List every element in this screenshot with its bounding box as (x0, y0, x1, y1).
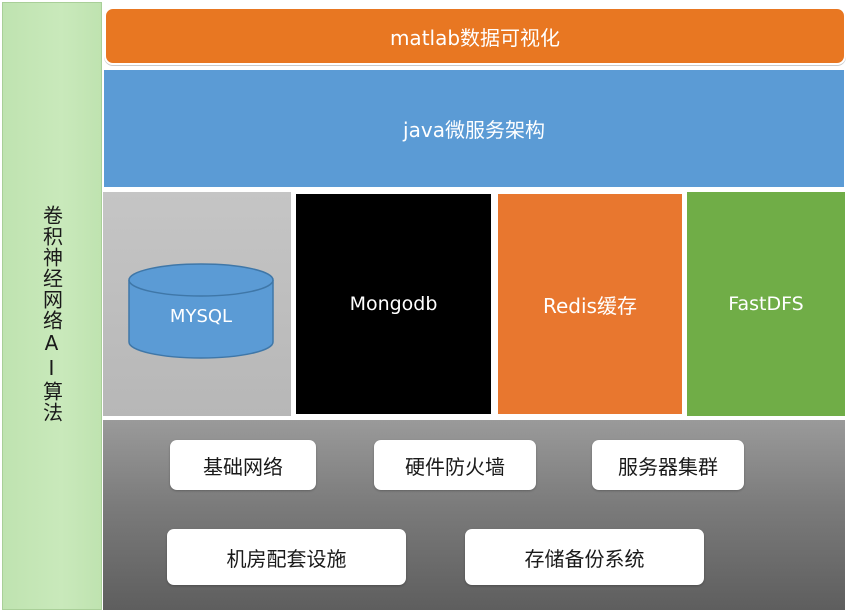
redis-label: Redis缓存 (543, 293, 637, 318)
fastdfs-label: FastDFS (728, 293, 804, 315)
infra-item-backup: 存储备份系统 (465, 529, 704, 585)
infra-item-network: 基础网络 (170, 440, 316, 490)
visualization-label: matlab数据可视化 (389, 25, 561, 50)
redis-panel: Redis缓存 (495, 191, 685, 417)
database-cylinder-icon (128, 263, 274, 359)
fastdfs-panel: FastDFS (686, 191, 846, 417)
ai-algorithm-label: 卷积神经网络AI算法 (39, 205, 64, 423)
infra-item-firewall: 硬件防火墙 (374, 440, 536, 490)
infra-item-server-cluster: 服务器集群 (592, 440, 744, 490)
microservice-label: java微服务架构 (403, 118, 545, 142)
mysql-label: MYSQL (169, 306, 233, 327)
mongodb-panel: Mongodb (293, 191, 494, 417)
visualization-layer: matlab数据可视化 (104, 7, 846, 65)
microservice-layer: java微服务架构 (102, 68, 846, 189)
infra-item-facilities: 机房配套设施 (167, 529, 406, 585)
mongodb-label: Mongodb (349, 293, 438, 315)
infrastructure-layer: 基础网络 硬件防火墙 服务器集群 机房配套设施 存储备份系统 (102, 419, 846, 611)
ai-algorithm-band: 卷积神经网络AI算法 (2, 2, 102, 610)
